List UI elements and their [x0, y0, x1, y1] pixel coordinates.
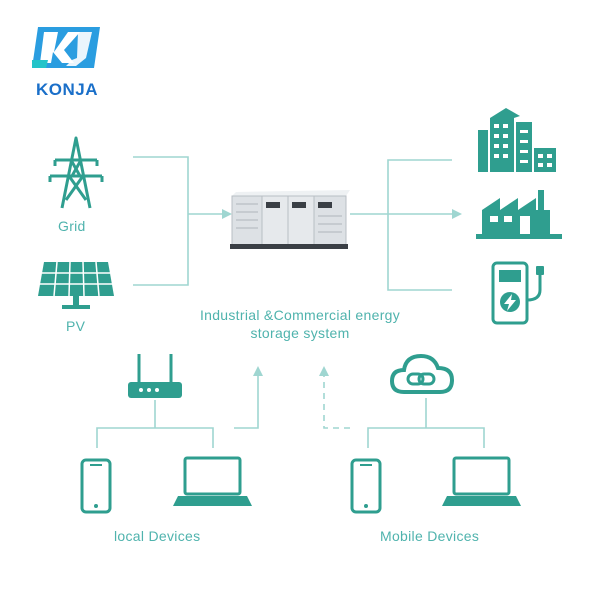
- solar-panel-icon: [38, 261, 114, 309]
- local-laptop-icon: [173, 456, 252, 506]
- arrow-local-up: [253, 366, 263, 376]
- arrow-into-system: [222, 209, 232, 219]
- factory-icon: [476, 190, 562, 239]
- office-building-icon: [478, 108, 556, 172]
- system-title-line2: storage system: [250, 325, 350, 341]
- system-title-line1: Industrial &Commercial energy: [199, 307, 401, 323]
- arrow-mobile-up: [319, 366, 329, 376]
- brand-name: KONJA: [36, 80, 99, 99]
- cloud-link-icon: [389, 353, 455, 394]
- mobile-phone-icon: [350, 458, 382, 514]
- router-icon: [128, 354, 182, 398]
- ev-charger-icon: [491, 261, 544, 325]
- local-phone-icon: [80, 458, 112, 514]
- grid-label: Grid: [58, 218, 86, 234]
- connection-lines: [96, 156, 485, 448]
- storage-cabinet-icon: [230, 190, 350, 249]
- konja-logo-icon: [32, 27, 100, 68]
- grid-tower-icon: [48, 136, 104, 209]
- pv-label: PV: [66, 318, 86, 334]
- arrowheads: [222, 209, 462, 376]
- arrow-to-factory: [452, 209, 462, 219]
- mobile-laptop-icon: [442, 456, 521, 506]
- mobile-devices-label: Mobile Devices: [380, 528, 480, 544]
- local-devices-label: local Devices: [114, 528, 201, 544]
